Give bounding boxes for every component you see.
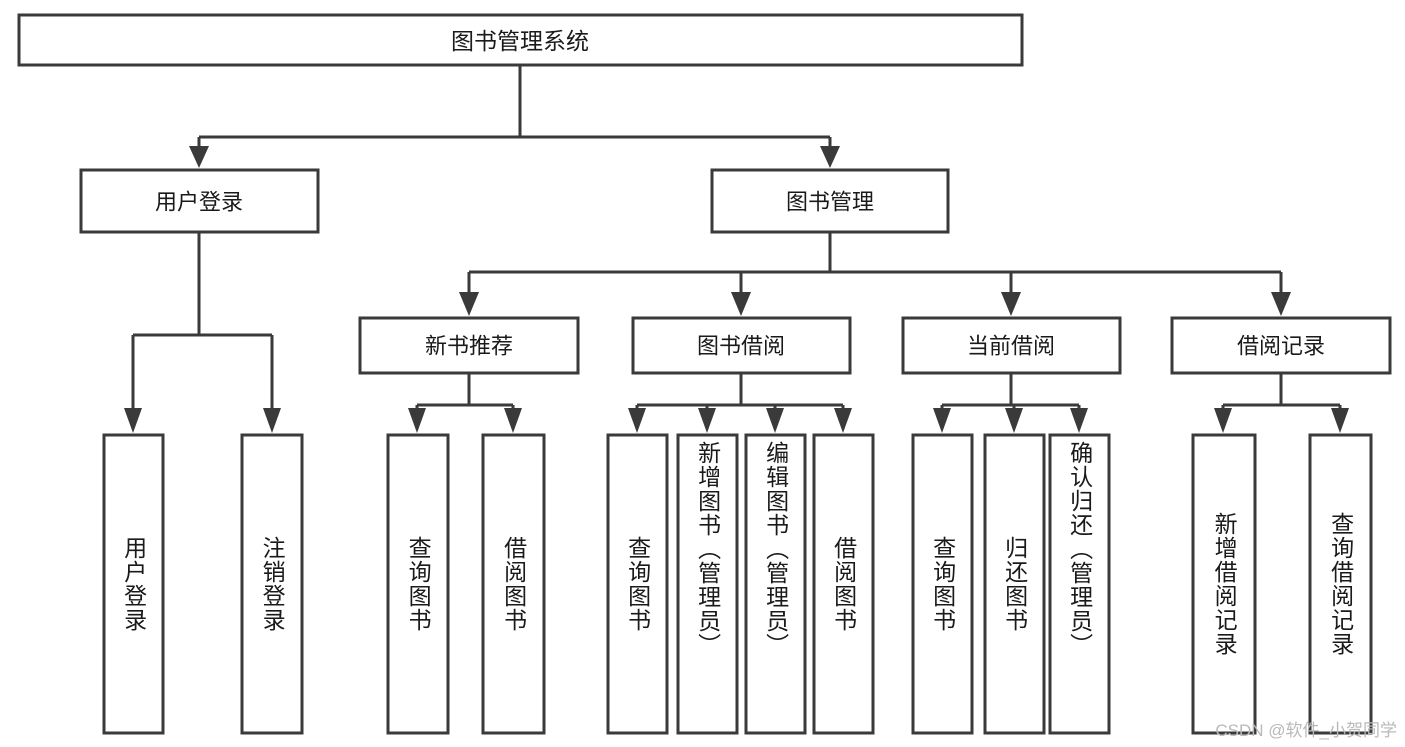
arrow-head-to-bookmgmt [820, 146, 840, 168]
node-borrow-record-label: 借阅记录 [1237, 334, 1325, 359]
node-borrow-record-box[interactable] [1170, 316, 1392, 375]
node-new-book-recommend[interactable]: 新书推荐 [358, 316, 580, 375]
node-new-book-recommend-box[interactable] [358, 316, 580, 375]
connector-group-bookmgmt [459, 232, 1291, 316]
connector-group-login [124, 232, 281, 433]
arrow-head-leaf-confirm-return [1070, 408, 1088, 433]
leaf-box-query-book-3[interactable] [911, 433, 974, 735]
leaf-box-borrow-book-2[interactable] [812, 433, 875, 735]
node-current-borrow-label: 当前借阅 [967, 334, 1055, 359]
arrow-head-leaf-query-book-3 [933, 408, 951, 433]
leaf-box-return-book[interactable] [983, 433, 1046, 735]
node-new-book-recommend-label: 新书推荐 [425, 334, 513, 359]
node-current-borrow[interactable]: 当前借阅 [901, 316, 1122, 375]
node-current-borrow-box[interactable] [901, 316, 1122, 375]
node-book-borrow[interactable]: 图书借阅 [631, 316, 852, 375]
leaf-box-confirm-return[interactable] [1048, 433, 1111, 735]
node-user-login[interactable]: 用户登录 [79, 168, 320, 234]
node-book-borrow-label: 图书借阅 [697, 334, 785, 359]
arrow-head-to-borrow [731, 292, 751, 316]
arrow-head-leaf-return-book [1005, 408, 1023, 433]
leaf-box-user-login[interactable] [102, 433, 165, 735]
arrow-head-leaf-add-book [698, 408, 716, 433]
arrow-head-leaf-user-logout [263, 408, 281, 433]
node-book-borrow-box[interactable] [631, 316, 852, 375]
leaf-box-edit-book[interactable] [744, 433, 807, 735]
arrow-head-to-login [189, 146, 209, 168]
arrow-head-leaf-borrow-book-1 [504, 408, 522, 433]
arrow-head-leaf-query-record [1331, 408, 1349, 433]
arrow-head-leaf-query-book-1 [408, 408, 426, 433]
node-root-box[interactable] [17, 13, 1024, 67]
node-book-management[interactable]: 图书管理 [710, 168, 950, 234]
arrow-head-to-record [1271, 292, 1291, 316]
leaf-box-add-borrow-record[interactable] [1191, 433, 1257, 735]
leaf-box-query-borrow-record[interactable] [1308, 433, 1373, 735]
connector-group-newbook [408, 373, 522, 433]
node-user-login-box[interactable] [79, 168, 320, 234]
leaf-box-user-logout[interactable] [240, 433, 304, 735]
connector-group-record [1214, 373, 1349, 433]
connector-group-root [189, 65, 840, 168]
node-borrow-record[interactable]: 借阅记录 [1170, 316, 1392, 375]
leaf-box-query-book-1[interactable] [386, 433, 450, 735]
arrow-head-to-newbook [459, 292, 479, 316]
arrow-head-to-current [1001, 292, 1021, 316]
leaf-box-add-book[interactable] [676, 433, 739, 735]
node-user-login-label: 用户登录 [155, 190, 243, 215]
arrow-head-leaf-edit-book [766, 408, 784, 433]
leaf-box-borrow-book-1[interactable] [481, 433, 546, 735]
node-book-management-label: 图书管理 [786, 190, 874, 215]
node-root[interactable]: 图书管理系统 [17, 13, 1024, 67]
arrow-head-leaf-borrow-book-2 [834, 408, 852, 433]
csdn-watermark: CSDN @软件_小贺同学 [1215, 721, 1397, 740]
node-book-management-box[interactable] [710, 168, 950, 234]
arrow-head-leaf-query-book-2 [628, 408, 646, 433]
leaf-box-query-book-2[interactable] [606, 433, 669, 735]
arrow-head-leaf-add-record [1214, 408, 1232, 433]
connector-group-current [933, 373, 1088, 433]
node-root-label: 图书管理系统 [451, 28, 589, 54]
connector-group-borrow [628, 373, 852, 433]
arrow-head-leaf-user-login [124, 408, 142, 433]
